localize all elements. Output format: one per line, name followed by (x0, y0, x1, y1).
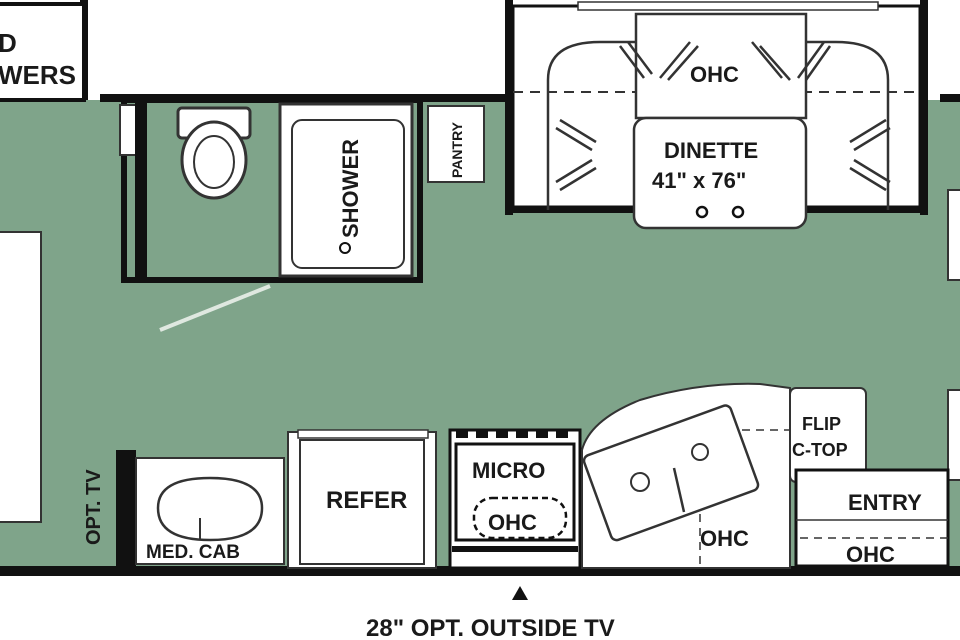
entry-ohc-label: OHC (846, 542, 895, 567)
right-panel-lower (947, 389, 960, 481)
dinette: OHC DINETTE 41" x 76" (511, 1, 922, 230)
entry-label: ENTRY (848, 490, 922, 515)
flip-ctop-label: FLIP C-TOP (792, 414, 848, 460)
bath-sink: MED. CAB (135, 457, 285, 565)
bathroom-door (159, 284, 271, 332)
opt-tv-label: OPT. TV (83, 469, 105, 545)
refrigerator: REFER (287, 429, 437, 569)
micro-label: MICRO (472, 458, 545, 483)
pantry: PANTRY (427, 105, 485, 183)
shower-label: SHOWER (338, 139, 363, 238)
dinette-table (632, 116, 808, 230)
bathroom: SHOWER (119, 97, 423, 332)
rear-bed-area (0, 231, 42, 523)
right-panel-upper (947, 189, 960, 281)
toilet (176, 106, 252, 200)
dinette-ohc-label: OHC (690, 62, 739, 87)
outside-tv-marker (512, 586, 528, 600)
entry: ENTRY OHC (794, 468, 950, 568)
micro-ohc-label: OHC (488, 510, 537, 535)
dinette-size-label: 41" x 76" (652, 168, 746, 193)
refer-label: REFER (326, 487, 407, 514)
kitchen-counter: OHC (581, 382, 791, 569)
pantry-label: PANTRY (449, 121, 465, 178)
microwave-range: MICRO OHC (448, 428, 582, 570)
drawers-label: D WERS (0, 28, 76, 90)
flip-counter-top: FLIP C-TOP (789, 387, 867, 483)
kitchen-sink (582, 404, 760, 542)
outside-tv-label: 28" OPT. OUTSIDE TV (366, 615, 615, 640)
opt-tv: OPT. TV (83, 450, 136, 570)
dinette-name-label: DINETTE (664, 138, 758, 163)
shower: SHOWER (278, 102, 414, 278)
kitchen-ohc-label: OHC (700, 526, 749, 551)
drawers-cabinet: D WERS (0, 2, 86, 102)
med-cab-label: MED. CAB (146, 542, 240, 563)
